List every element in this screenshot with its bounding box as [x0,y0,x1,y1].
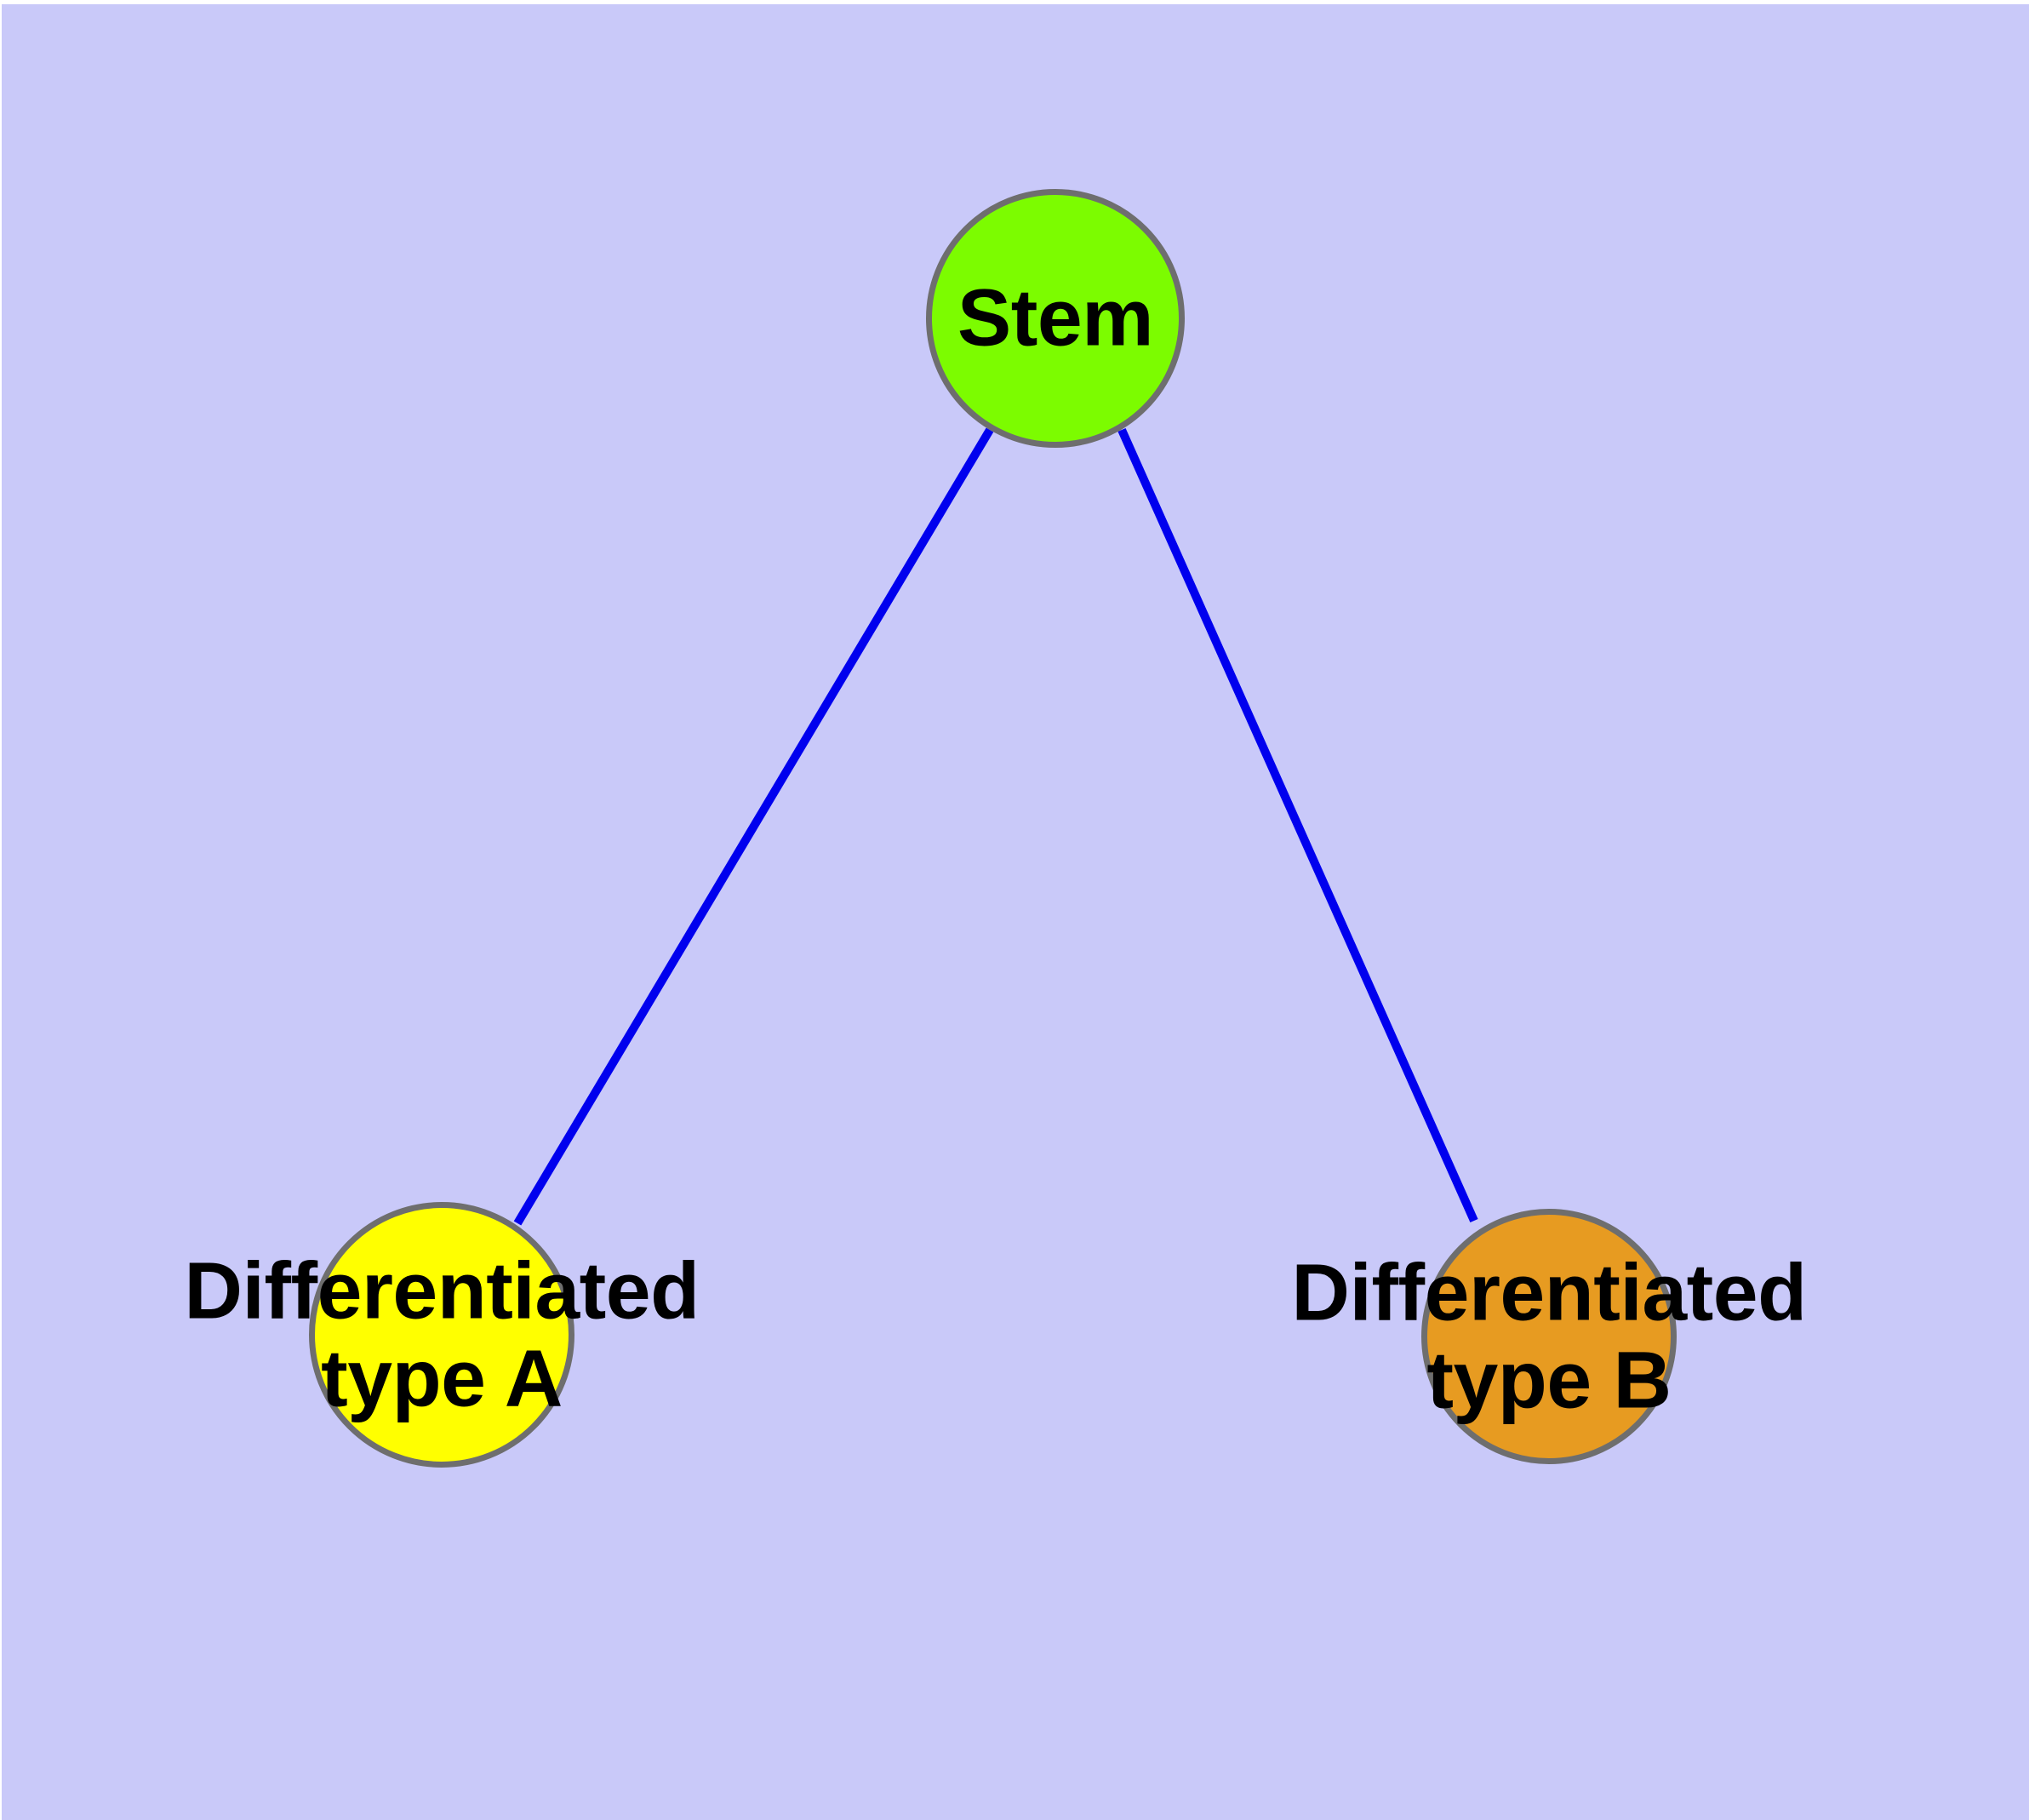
edge-stem-to-differentiated-type-a [513,427,994,1226]
edge-stem-to-differentiated-type-b [1117,427,1478,1223]
node-label-differentiated-type-b-line-1: Differentiated [1291,1247,1807,1338]
node-differentiated-type-a[interactable] [309,1202,574,1468]
node-label-differentiated-type-b: Differentiated type B [1291,1247,1807,1425]
node-label-stem: Stem [957,272,1154,363]
node-label-stem-line-1: Stem [957,272,1154,363]
node-differentiated-type-b[interactable] [1421,1209,1677,1464]
node-label-differentiated-type-b-line-2: type B [1426,1335,1672,1425]
node-label-differentiated-type-a: Differentiated type A [184,1245,700,1423]
node-stem[interactable] [926,189,1185,448]
node-label-differentiated-type-a-line-1: Differentiated [184,1245,700,1336]
node-label-differentiated-type-a-line-2: type A [321,1333,563,1423]
